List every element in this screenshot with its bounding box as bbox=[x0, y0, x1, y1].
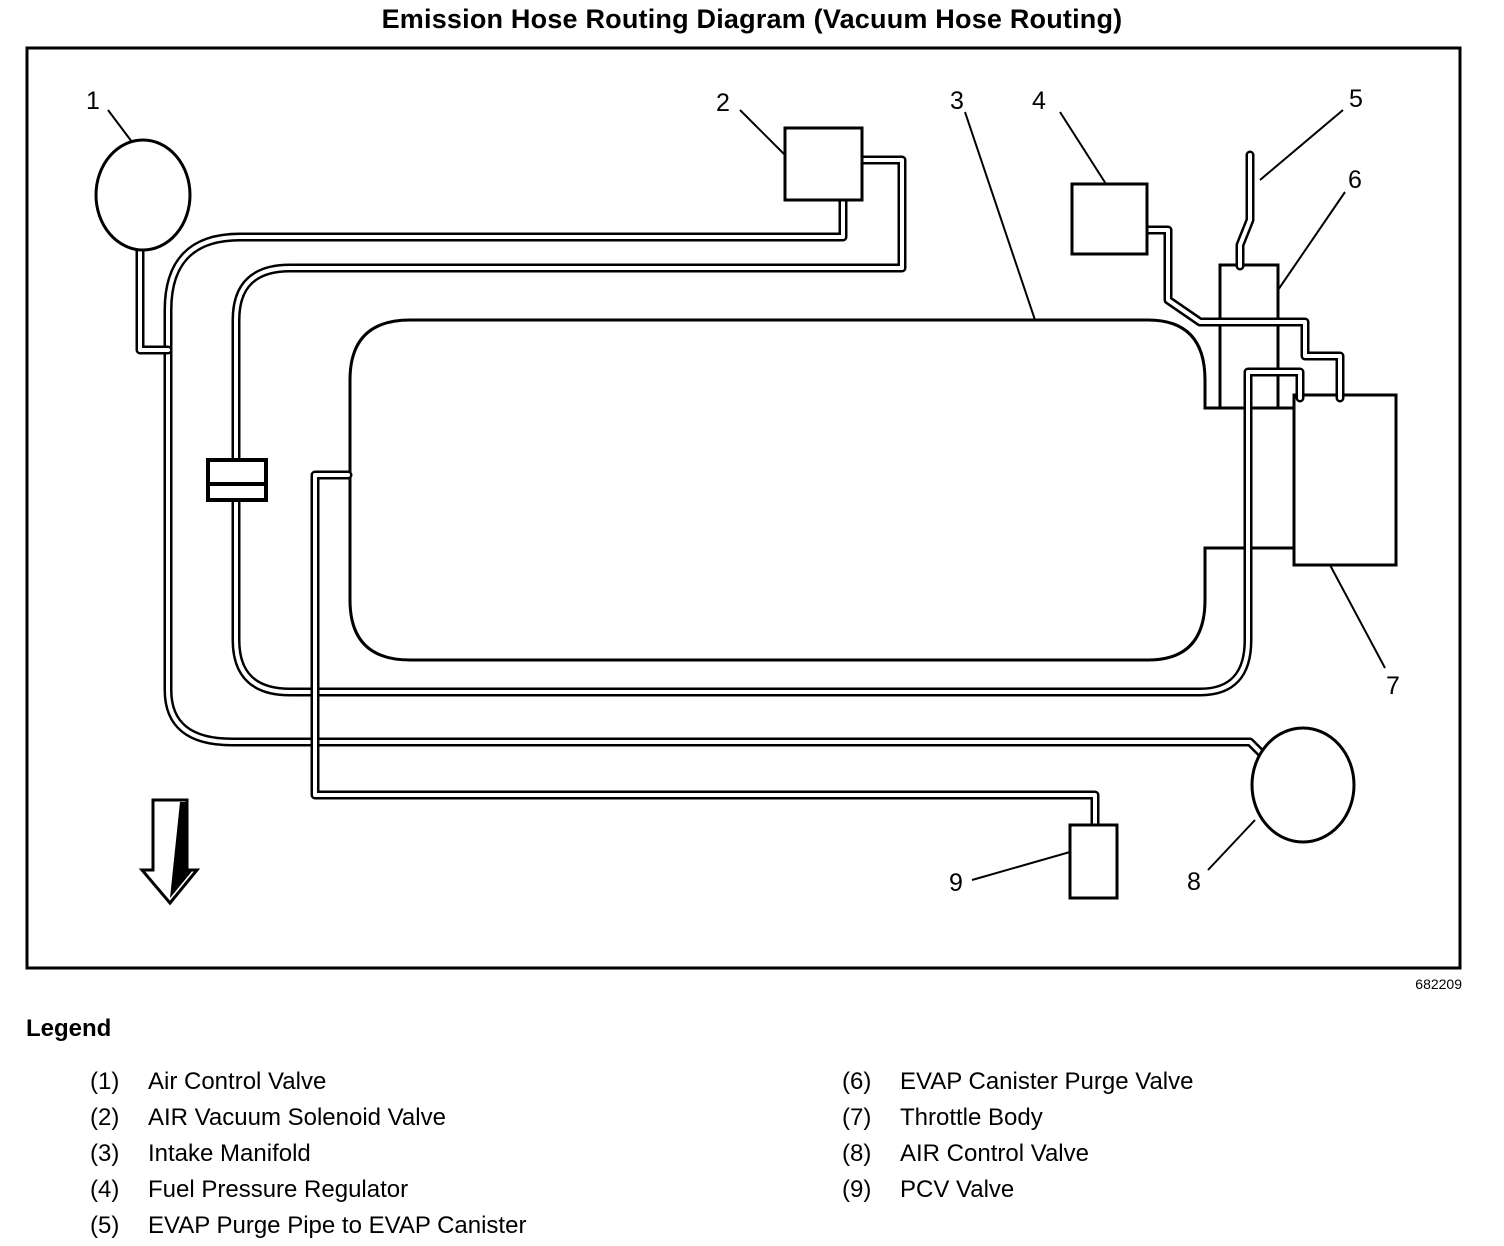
callout-leaders bbox=[107, 109, 1386, 881]
legend-column-left: (1) Air Control Valve (2) AIR Vacuum Solen… bbox=[90, 1066, 526, 1246]
legend-heading: Legend bbox=[26, 1015, 112, 1042]
legend-item-label: Air Control Valve bbox=[148, 1068, 327, 1095]
callout-1: 1 bbox=[86, 87, 100, 115]
air-control-valve bbox=[94, 138, 192, 252]
legend-item: (6) EVAP Canister Purge Valve bbox=[842, 1066, 1193, 1102]
legend-item-number: (4) bbox=[90, 1176, 120, 1203]
callout-7: 7 bbox=[1386, 672, 1400, 700]
legend-item-label: AIR Control Valve bbox=[900, 1140, 1089, 1167]
air-control-valve-secondary bbox=[1250, 726, 1356, 844]
callout-5: 5 bbox=[1349, 85, 1363, 113]
legend-item-label: PCV Valve bbox=[900, 1176, 1015, 1203]
legend-item-number: (1) bbox=[90, 1068, 120, 1095]
legend-item: (9) PCV Valve bbox=[842, 1174, 1193, 1210]
legend-item-label: EVAP Purge Pipe to EVAP Canister bbox=[148, 1212, 527, 1239]
legend-item: (4) Fuel Pressure Regulator bbox=[90, 1174, 526, 1210]
legend-item-number: (7) bbox=[842, 1104, 872, 1131]
legend-item-label: AIR Vacuum Solenoid Valve bbox=[148, 1104, 446, 1131]
hose-routing-diagram: .outer { fill: none; stroke: #000; strok… bbox=[25, 46, 1462, 970]
legend-item: (8) AIR Control Valve bbox=[842, 1138, 1193, 1174]
diagram-title: Emission Hose Routing Diagram (Vacuum Ho… bbox=[381, 4, 1123, 34]
legend-item-number: (3) bbox=[90, 1140, 120, 1167]
legend-item-number: (6) bbox=[842, 1068, 872, 1095]
figure-id: 682209 bbox=[1415, 976, 1462, 992]
legend-item-label: Intake Manifold bbox=[148, 1140, 311, 1167]
legend-item-number: (2) bbox=[90, 1104, 120, 1131]
legend-item: (5) EVAP Purge Pipe to EVAP Canister bbox=[90, 1210, 526, 1246]
legend-item-number: (8) bbox=[842, 1140, 872, 1167]
callout-9: 9 bbox=[949, 869, 963, 897]
callout-4: 4 bbox=[1032, 87, 1046, 115]
hoses bbox=[135, 150, 1345, 830]
legend-item: (1) Air Control Valve bbox=[90, 1066, 526, 1102]
callout-6: 6 bbox=[1348, 166, 1362, 194]
legend-item-label: Fuel Pressure Regulator bbox=[148, 1176, 409, 1203]
callout-2: 2 bbox=[716, 89, 730, 117]
legend-item-label: Throttle Body bbox=[900, 1104, 1043, 1131]
fuel-pressure-regulator bbox=[1070, 182, 1149, 256]
legend-item-number: (9) bbox=[842, 1176, 872, 1203]
callout-8: 8 bbox=[1187, 868, 1201, 896]
callout-3: 3 bbox=[950, 87, 964, 115]
legend-item-number: (5) bbox=[90, 1212, 120, 1239]
legend-column-right: (6) EVAP Canister Purge Valve (7) Throttle… bbox=[842, 1066, 1193, 1210]
legend-item-label: EVAP Canister Purge Valve bbox=[900, 1068, 1194, 1095]
throttle-body bbox=[1292, 393, 1398, 567]
hose-connector bbox=[206, 458, 268, 502]
diagram-frame bbox=[25, 46, 1462, 970]
front-direction-arrow bbox=[138, 798, 201, 906]
air-vacuum-solenoid-valve bbox=[783, 126, 864, 202]
pcv-valve bbox=[1068, 823, 1119, 900]
legend-item: (2) AIR Vacuum Solenoid Valve bbox=[90, 1102, 526, 1138]
front-direction-arrow-shadow bbox=[170, 802, 193, 898]
intake-manifold bbox=[348, 318, 1297, 662]
legend-item: (3) Intake Manifold bbox=[90, 1138, 526, 1174]
legend-item: (7) Throttle Body bbox=[842, 1102, 1193, 1138]
